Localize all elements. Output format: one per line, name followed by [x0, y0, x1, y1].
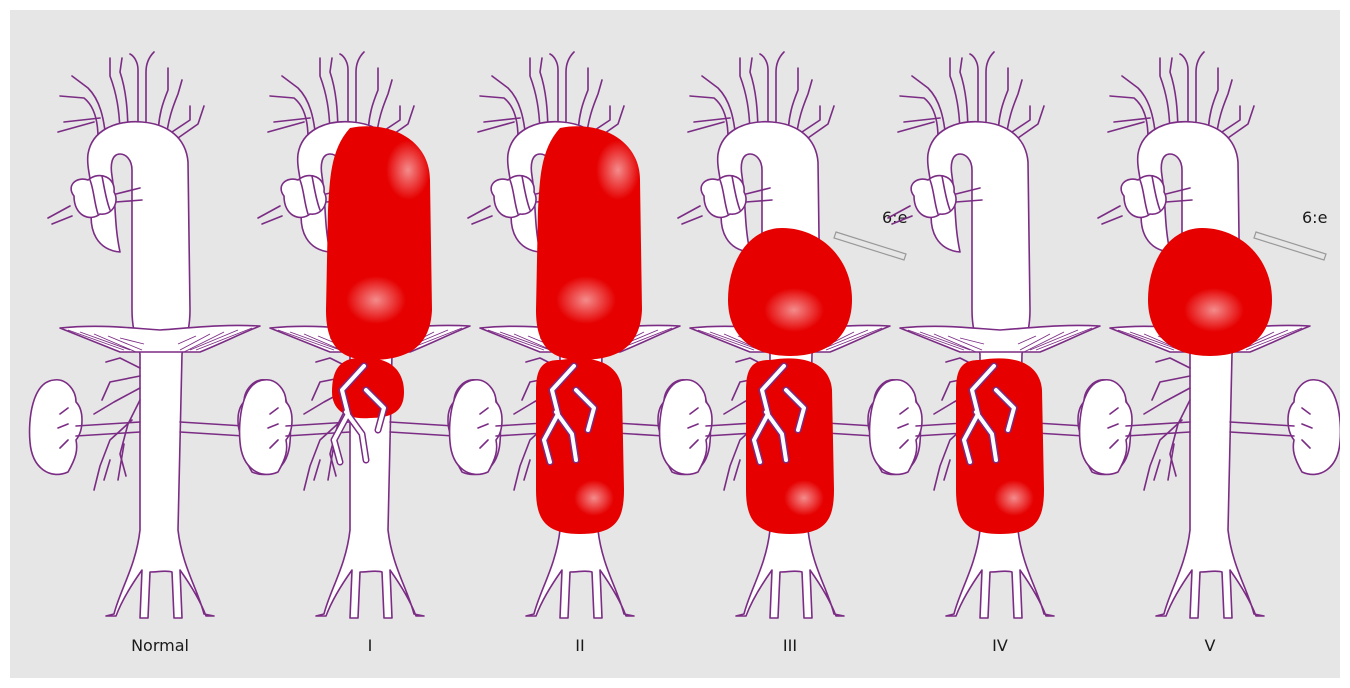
- aneurysm-highlight: [764, 288, 824, 332]
- panel-label: II: [575, 636, 584, 655]
- aorta-panel: V 6:e: [1080, 52, 1340, 655]
- aneurysm-highlight: [784, 480, 824, 516]
- panel-label: Normal: [131, 636, 189, 655]
- intercostal-marker: [1254, 232, 1326, 260]
- panel-label: III: [783, 636, 797, 655]
- aneurysm-highlight: [1184, 288, 1244, 332]
- intercostal-marker: [834, 232, 906, 260]
- intercostal-note: 6:e: [1302, 208, 1327, 227]
- aorta-panel: Normal: [30, 52, 291, 655]
- aorta-illustration: [30, 52, 291, 618]
- aneurysm-highlight: [386, 140, 430, 200]
- aneurysm-highlight: [994, 480, 1034, 516]
- aorta-panel: I: [240, 52, 501, 655]
- aneurysm-highlight: [346, 276, 406, 324]
- aorta-panel: III 6:e: [660, 52, 921, 655]
- panel-label: I: [368, 636, 373, 655]
- aneurysm-highlight: [574, 480, 614, 516]
- aneurysm-highlight: [556, 276, 616, 324]
- panel-label: V: [1205, 636, 1216, 655]
- aorta-panel: II: [450, 52, 711, 655]
- aneurysm-highlight: [596, 140, 640, 200]
- intercostal-note: 6:e: [882, 208, 907, 227]
- aorta-panel: IV: [870, 52, 1131, 655]
- panel-label: IV: [992, 636, 1008, 655]
